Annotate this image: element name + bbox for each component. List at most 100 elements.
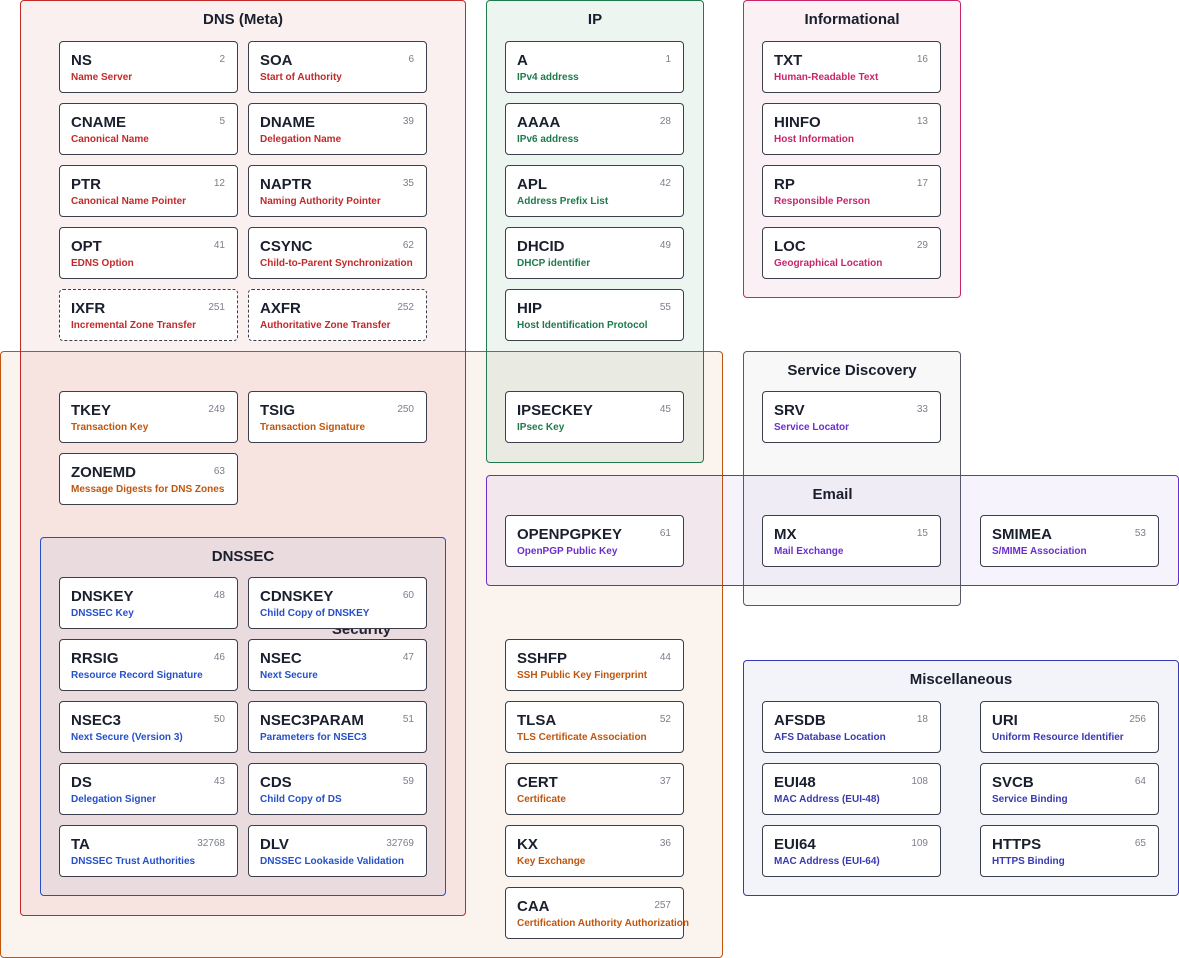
record-type-number: 53 xyxy=(1134,528,1146,539)
record-type-number: 6 xyxy=(408,54,414,65)
record-type-number: 63 xyxy=(213,466,225,477)
record-type: APL xyxy=(517,176,547,193)
record-type-number: 65 xyxy=(1134,838,1146,849)
record-description: TLS Certificate Association xyxy=(517,732,647,743)
record-type-number: 59 xyxy=(402,776,414,787)
record-type: AAAA xyxy=(517,114,561,131)
record-type: NSEC xyxy=(260,650,302,667)
record-type-number: 12 xyxy=(213,178,225,189)
record-type: DS xyxy=(71,774,92,791)
record-description: Geographical Location xyxy=(774,258,883,269)
record-type: CDNSKEY xyxy=(260,588,334,605)
record-type: CNAME xyxy=(71,114,126,131)
record-description: Service Binding xyxy=(992,794,1068,805)
group-title-service-discovery: Service Discovery xyxy=(787,362,917,379)
record-type: SSHFP xyxy=(517,650,568,667)
record-type-number: 249 xyxy=(208,404,225,415)
record-type-number: 51 xyxy=(402,714,414,725)
record-description: Next Secure (Version 3) xyxy=(71,732,183,743)
record-type-number: 52 xyxy=(659,714,671,725)
record-description: IPsec Key xyxy=(517,422,565,433)
record-type: RRSIG xyxy=(71,650,119,667)
record-description: Start of Authority xyxy=(260,72,342,83)
record-type: TSIG xyxy=(260,402,296,419)
record-description: DHCP identifier xyxy=(517,258,591,269)
record-type: HINFO xyxy=(774,114,821,131)
record-type: TA xyxy=(71,836,90,853)
record-type-number: 64 xyxy=(1134,776,1146,787)
record-description: Certificate xyxy=(517,794,566,805)
record-type-number: 41 xyxy=(213,240,225,251)
record-type: EUI48 xyxy=(774,774,816,791)
record-type-number: 251 xyxy=(208,302,225,313)
record-type-number: 44 xyxy=(659,652,671,663)
record-description: Host Identification Protocol xyxy=(517,320,648,331)
record-description: Name Server xyxy=(71,72,133,83)
record-type: OPENPGPKEY xyxy=(517,526,623,543)
record-type-number: 256 xyxy=(1129,714,1146,725)
record-description: OpenPGP Public Key xyxy=(517,546,618,557)
record-type: NSEC3 xyxy=(71,712,122,729)
record-type-number: 15 xyxy=(916,528,928,539)
record-type-number: 35 xyxy=(402,178,414,189)
record-description: Child Copy of DS xyxy=(260,794,342,805)
record-description: SSH Public Key Fingerprint xyxy=(517,670,648,681)
record-type: DNAME xyxy=(260,114,315,131)
record-type: KX xyxy=(517,836,538,853)
record-type-number: 29 xyxy=(916,240,928,251)
record-description: S/MIME Association xyxy=(992,546,1087,557)
record-type: NS xyxy=(71,52,92,69)
record-type-number: 13 xyxy=(916,116,928,127)
record-type-number: 250 xyxy=(397,404,414,415)
record-type-number: 257 xyxy=(654,900,671,911)
record-type-number: 17 xyxy=(916,178,928,189)
record-type: SMIMEA xyxy=(992,526,1052,543)
record-type: CAA xyxy=(517,898,550,915)
record-description: Address Prefix List xyxy=(517,196,609,207)
record-type: OPT xyxy=(71,238,102,255)
record-type: NSEC3PARAM xyxy=(260,712,364,729)
record-description: Resource Record Signature xyxy=(71,670,203,681)
record-type-number: 18 xyxy=(916,714,928,725)
group-title-email: Email xyxy=(812,486,853,503)
record-description: Host Information xyxy=(774,134,854,145)
record-type: IPSECKEY xyxy=(517,402,593,419)
record-type: RP xyxy=(774,176,795,193)
record-type-number: 60 xyxy=(402,590,414,601)
record-type-number: 32769 xyxy=(386,838,414,849)
record-type-number: 252 xyxy=(397,302,414,313)
record-description: Delegation Name xyxy=(260,134,342,145)
record-type-number: 48 xyxy=(213,590,225,601)
record-description: Uniform Resource Identifier xyxy=(992,732,1124,743)
record-type-number: 43 xyxy=(213,776,225,787)
